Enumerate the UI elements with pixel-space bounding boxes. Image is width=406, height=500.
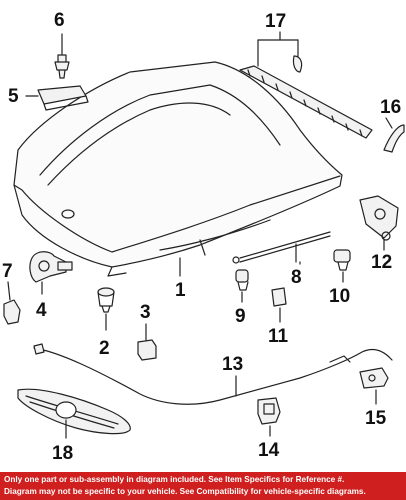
part-18-grille xyxy=(17,388,131,439)
part-10-grommet xyxy=(333,249,351,283)
callout-10: 10 xyxy=(329,286,350,307)
callout-numbers: 1 2 3 4 5 6 7 8 9 10 11 12 13 14 15 16 1… xyxy=(2,10,401,464)
callout-5: 5 xyxy=(8,86,19,107)
part-4-lock xyxy=(29,251,73,295)
callout-2: 2 xyxy=(99,338,110,359)
disclaimer-line-2: Diagram may not be specific to your vehi… xyxy=(4,487,366,496)
part-3-nut xyxy=(137,323,157,361)
part-13-cable xyxy=(33,343,393,405)
callout-6: 6 xyxy=(54,10,65,31)
callout-13: 13 xyxy=(222,354,243,375)
callout-8: 8 xyxy=(291,267,302,288)
part-6-clip xyxy=(54,33,70,79)
callout-11: 11 xyxy=(268,326,289,347)
part-17-weatherstrip xyxy=(239,31,373,139)
part-14-handle xyxy=(257,397,281,437)
part-8-support-rod xyxy=(232,231,331,264)
part-7-bumper xyxy=(3,281,21,325)
part-15-clip xyxy=(359,367,389,405)
callout-14: 14 xyxy=(258,440,280,461)
part-11-pad xyxy=(271,287,287,323)
part-5-bracket xyxy=(25,85,89,111)
disclaimer-line-1: Only one part or sub-assembly in diagram… xyxy=(4,475,345,484)
part-9-grommet xyxy=(235,269,249,303)
part-16-seal xyxy=(383,117,405,153)
part-12-latch xyxy=(359,195,399,251)
callout-3: 3 xyxy=(140,302,151,323)
callout-9: 9 xyxy=(235,306,246,327)
callout-4: 4 xyxy=(36,300,47,321)
callout-17: 17 xyxy=(265,11,286,32)
diagram-canvas: 1 2 3 4 5 6 7 8 9 10 11 12 13 14 15 16 1… xyxy=(2,10,405,464)
callout-18: 18 xyxy=(52,443,73,464)
callout-16: 16 xyxy=(380,97,401,118)
part-2-bumper-stop xyxy=(97,287,115,331)
leader-lines xyxy=(179,257,301,277)
hood-panel xyxy=(13,61,343,277)
callout-1: 1 xyxy=(175,280,186,301)
callout-12: 12 xyxy=(371,252,392,273)
disclaimer-banner: Only one part or sub-assembly in diagram… xyxy=(0,472,406,500)
callout-15: 15 xyxy=(365,408,387,429)
callout-7: 7 xyxy=(2,261,13,282)
